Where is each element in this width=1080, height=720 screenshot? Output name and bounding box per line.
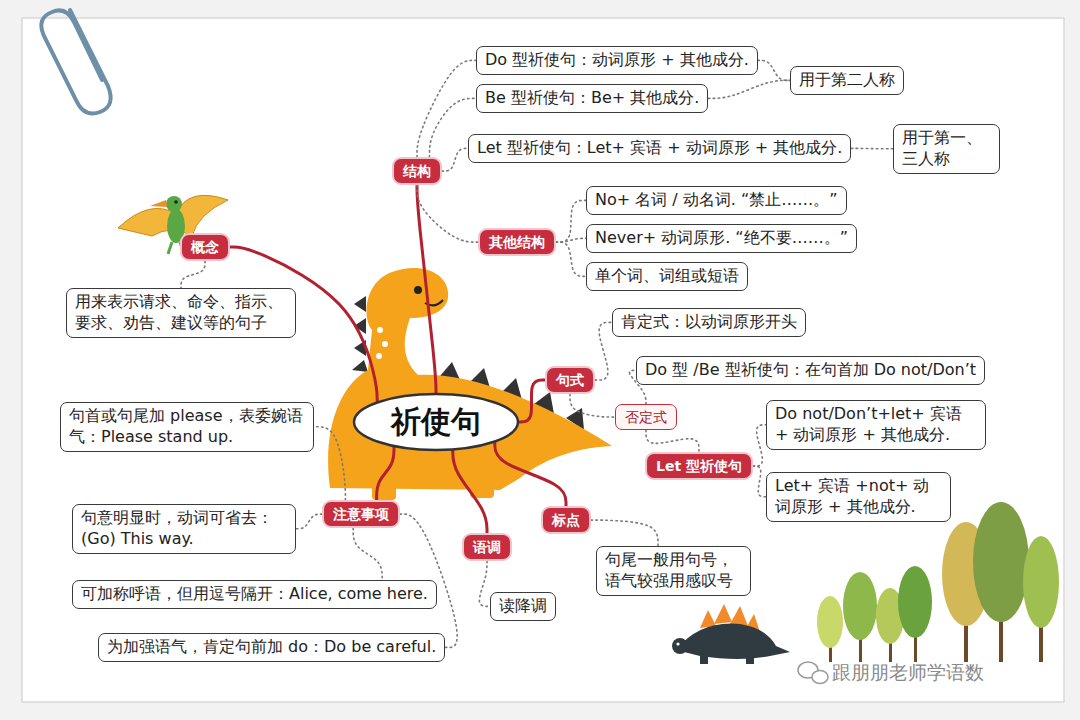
leaf-box: Let+ 宾语 +not+ 动词原形 + 其他成分. — [766, 472, 951, 522]
leaf-box: 可加称呼语，但用逗号隔开：Alice, come here. — [72, 580, 437, 609]
paperclip — [41, 10, 110, 114]
node-text: 用来表示请求、命令、指示、要求、劝告、建议等的句子 — [75, 292, 287, 334]
leaf-box: 肯定式：以动词原形开头 — [612, 308, 806, 337]
leaf-box: 用来表示请求、命令、指示、要求、劝告、建议等的句子 — [66, 288, 296, 338]
node-text: 句式 — [556, 371, 584, 389]
leaf-box: 用于第一、三人称 — [893, 124, 1000, 174]
watermark: 跟朋朋老师学语数 — [832, 660, 984, 686]
leaf-box: 单个词、词组或短语 — [586, 262, 748, 291]
node-text: 用于第一、三人称 — [902, 128, 991, 170]
branch-tag: 标点 — [541, 506, 591, 534]
paper-card — [22, 18, 1064, 702]
dotted-connector — [646, 430, 699, 452]
node-text: 标点 — [552, 511, 580, 529]
branch-tag: 结构 — [392, 157, 442, 185]
dinosaur — [328, 268, 612, 500]
leaf-box: 读降调 — [490, 592, 556, 621]
dotted-connector — [708, 80, 790, 98]
topic-oval: 祈使句 — [352, 392, 520, 452]
dotted-connector — [591, 520, 658, 546]
dotted-connector — [753, 425, 766, 466]
leaf-box: Do 型 /Be 型祈使句：在句首加 Do not/Don’t — [636, 356, 985, 385]
node-text: 句意明显时，动词可省去：(Go) This way. — [81, 508, 287, 550]
node-text: Never+ 动词原形. “绝不要……。” — [595, 228, 848, 249]
oval-shape — [354, 394, 518, 450]
leaf-box: 句首或句尾加 please，表委婉语气：Please stand up. — [60, 402, 314, 452]
branch-tag: 句式 — [545, 366, 595, 394]
dotted-connector — [556, 200, 586, 242]
leaf-box: Never+ 动词原形. “绝不要……。” — [586, 224, 857, 253]
dotted-connector — [417, 185, 478, 242]
node-text: 肯定式：以动词原形开头 — [621, 312, 797, 333]
node-text: 结构 — [403, 162, 431, 180]
node-text: 祈使句 — [391, 402, 481, 443]
leaf-box: Let 型祈使句：Let+ 宾语 + 动词原形 + 其他成分. — [468, 134, 851, 163]
leaf-box: Do 型祈使句：动词原形 + 其他成分. — [476, 46, 758, 75]
node-text: 用于第二人称 — [799, 70, 895, 91]
main-branch — [377, 446, 394, 500]
node-text: 注意事项 — [333, 505, 389, 523]
node-text: 单个词、词组或短语 — [595, 266, 739, 287]
node-text: Let 型祈使句 — [656, 457, 742, 475]
dotted-connector — [181, 261, 205, 288]
node-text: 句尾一般用句号，语气较强用感叹号 — [605, 550, 742, 592]
leaf-box: Be 型祈使句：Be+ 其他成分. — [476, 84, 708, 113]
node-text: Do 型祈使句：动词原形 + 其他成分. — [485, 50, 749, 71]
node-text: No+ 名词 / 动名词. “禁止……。” — [595, 190, 838, 211]
node-text: Be 型祈使句：Be+ 其他成分. — [485, 88, 699, 109]
node-text: 概念 — [191, 238, 219, 256]
dotted-connector — [595, 322, 612, 380]
node-text: 读降调 — [499, 596, 547, 617]
dotted-connector — [314, 427, 345, 500]
main-branch — [518, 380, 545, 422]
node-text: 句首或句尾加 please，表委婉语气：Please stand up. — [69, 406, 305, 448]
dotted-connector — [442, 148, 468, 171]
dotted-connector — [570, 394, 615, 417]
dotted-connector — [758, 60, 790, 80]
trees — [817, 502, 1059, 662]
dotted-connector — [479, 561, 490, 606]
leaf-box: 为加强语气，肯定句前加 do：Do be careful. — [98, 633, 445, 662]
leaf-box: Do not/Don’t+let+ 宾语 + 动词原形 + 其他成分. — [766, 400, 986, 450]
node-text: 其他结构 — [489, 233, 545, 251]
node-text: Let+ 宾语 +not+ 动词原形 + 其他成分. — [775, 476, 942, 518]
leaf-box: 用于第二人称 — [790, 66, 904, 95]
node-text: Do 型 /Be 型祈使句：在句首加 Do not/Don’t — [645, 360, 976, 381]
main-branch — [453, 449, 487, 533]
leaf-box: No+ 名词 / 动名词. “禁止……。” — [586, 186, 847, 215]
dotted-connector — [296, 514, 322, 529]
branch-tag: 注意事项 — [322, 500, 400, 528]
node-text: Let 型祈使句：Let+ 宾语 + 动词原形 + 其他成分. — [477, 138, 842, 159]
dotted-connector — [353, 528, 382, 580]
node-text: Do not/Don’t+let+ 宾语 + 动词原形 + 其他成分. — [775, 404, 977, 446]
stegosaurus — [672, 604, 790, 664]
branch-tag: 概念 — [180, 233, 230, 261]
dotted-connector — [753, 466, 766, 497]
branch-tag: Let 型祈使句 — [645, 452, 753, 480]
watermark-icon — [798, 662, 828, 684]
node-text: 为加强语气，肯定句前加 do：Do be careful. — [107, 637, 436, 658]
node-text: 可加称呼语，但用逗号隔开：Alice, come here. — [81, 584, 428, 605]
dotted-connector — [556, 242, 586, 276]
node-text: 否定式 — [625, 408, 667, 426]
dotted-connector — [851, 148, 893, 150]
branch-tag: 其他结构 — [478, 228, 556, 256]
node-text: 语调 — [473, 538, 501, 556]
leaf-box: 句意明显时，动词可省去：(Go) This way. — [72, 504, 296, 554]
branch-box: 否定式 — [615, 404, 677, 430]
main-branch — [495, 442, 566, 506]
branch-tag: 语调 — [462, 533, 512, 561]
leaf-box: 句尾一般用句号，语气较强用感叹号 — [596, 546, 751, 596]
main-branch — [417, 185, 436, 394]
